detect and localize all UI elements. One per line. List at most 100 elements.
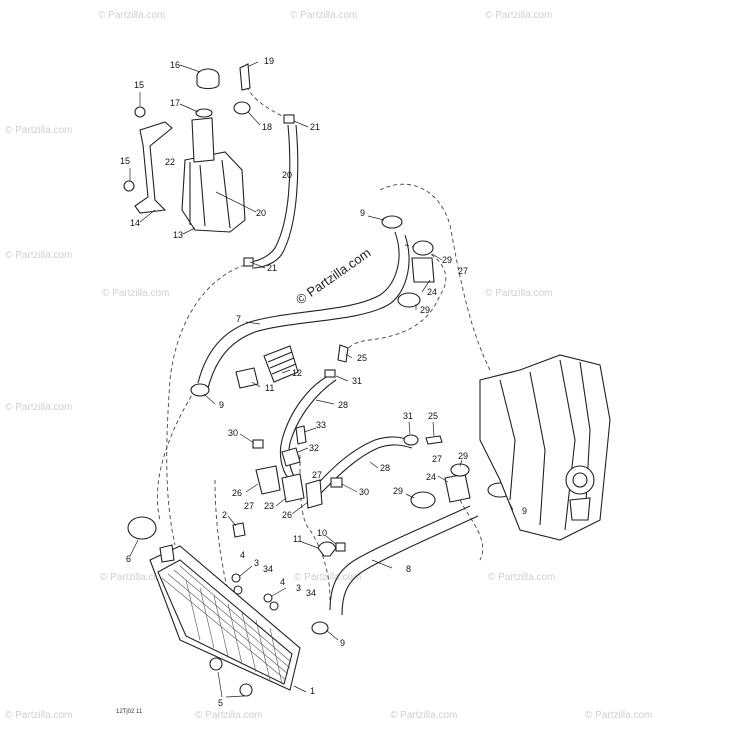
hose-clamp bbox=[397, 292, 421, 308]
callout-24: 24 bbox=[427, 287, 437, 297]
watermark-text: © Partzilla.com bbox=[485, 288, 552, 299]
hose-clamp bbox=[381, 215, 403, 229]
drain-plug bbox=[232, 522, 246, 538]
watermark-text: © Partzilla.com bbox=[5, 250, 72, 261]
callout-27: 27 bbox=[458, 266, 468, 276]
hose-clamp bbox=[311, 621, 329, 635]
callout-34: 34 bbox=[263, 564, 273, 574]
callout-31: 31 bbox=[403, 411, 413, 421]
watermark-text: © Partzilla.com bbox=[5, 125, 72, 136]
callout-33: 33 bbox=[316, 420, 326, 430]
callout-16: 16 bbox=[170, 60, 180, 70]
vent-fitting bbox=[239, 63, 251, 91]
callout-13: 13 bbox=[173, 230, 183, 240]
upper-hose bbox=[197, 231, 400, 384]
callout-labels: 16 19 15 17 18 21 15 22 20 20 14 13 21 9… bbox=[120, 56, 527, 708]
overflow-hose bbox=[247, 124, 291, 263]
callout-34: 34 bbox=[306, 588, 316, 598]
hose-clamp bbox=[324, 369, 336, 378]
callout-8: 8 bbox=[406, 564, 411, 574]
callout-26: 26 bbox=[282, 510, 292, 520]
leader-lines bbox=[129, 61, 514, 698]
callout-12: 12 bbox=[292, 368, 302, 378]
callout-15: 15 bbox=[120, 156, 130, 166]
washer bbox=[231, 573, 241, 583]
drawing-code: 12Tj02 11 bbox=[116, 709, 143, 715]
callout-24: 24 bbox=[426, 472, 436, 482]
watermark-text: © Partzilla.com bbox=[98, 10, 165, 21]
mounting-bracket bbox=[134, 121, 173, 214]
hose-clamp bbox=[190, 383, 210, 397]
washer bbox=[263, 593, 273, 603]
callout-26: 26 bbox=[232, 488, 242, 498]
callout-11: 11 bbox=[265, 383, 274, 393]
watermark-text: © Partzilla.com bbox=[390, 710, 457, 721]
thermostat-fitting bbox=[411, 257, 435, 283]
hose-clamp bbox=[450, 463, 470, 477]
callout-29: 29 bbox=[458, 451, 468, 461]
callout-30: 30 bbox=[359, 487, 369, 497]
callout-29: 29 bbox=[442, 255, 452, 265]
expansion-tank bbox=[181, 151, 246, 233]
radiator-clamp bbox=[317, 541, 337, 557]
callout-27: 27 bbox=[432, 454, 442, 464]
radiator bbox=[127, 516, 301, 697]
callout-27: 27 bbox=[312, 470, 322, 480]
grommet bbox=[239, 683, 253, 697]
expansion-tank-assembly bbox=[123, 63, 299, 269]
fitting-32 bbox=[281, 447, 301, 467]
upper-hose-assembly bbox=[190, 215, 435, 397]
callout-9: 9 bbox=[360, 208, 365, 218]
callout-7: 7 bbox=[236, 314, 241, 324]
callout-27: 27 bbox=[244, 501, 254, 511]
hose-clamp bbox=[412, 240, 434, 256]
tank-neck bbox=[191, 117, 215, 163]
watermark-text: © Partzilla.com bbox=[100, 572, 167, 583]
watermark-center-text: © Partzilla.com bbox=[293, 245, 373, 308]
callout-2: 2 bbox=[222, 510, 227, 520]
sensor bbox=[337, 344, 349, 363]
callout-9: 9 bbox=[219, 400, 224, 410]
watermark-text: © Partzilla.com bbox=[585, 710, 652, 721]
callout-21: 21 bbox=[267, 263, 277, 273]
engine-block bbox=[479, 354, 611, 541]
callout-14: 14 bbox=[130, 218, 140, 228]
callout-25: 25 bbox=[357, 353, 367, 363]
watermark-text: © Partzilla.com bbox=[485, 10, 552, 21]
grommet bbox=[233, 101, 251, 115]
hose-clamp bbox=[403, 434, 419, 446]
callout-18: 18 bbox=[262, 122, 272, 132]
elbow-26 bbox=[305, 479, 323, 509]
plug bbox=[330, 477, 343, 488]
callout-22: 22 bbox=[165, 157, 175, 167]
callout-30: 30 bbox=[228, 428, 238, 438]
watermark-text: © Partzilla.com bbox=[290, 10, 357, 21]
callout-21: 21 bbox=[310, 122, 320, 132]
callout-15: 15 bbox=[134, 80, 144, 90]
watermark-text: © Partzilla.com bbox=[195, 710, 262, 721]
callout-3: 3 bbox=[254, 558, 259, 568]
watermark-text: © Partzilla.com bbox=[102, 288, 169, 299]
hose-28 bbox=[311, 436, 411, 491]
hose-clamp bbox=[283, 114, 295, 124]
callout-4: 4 bbox=[280, 577, 285, 587]
callout-23: 23 bbox=[264, 501, 274, 511]
callout-29: 29 bbox=[420, 305, 430, 315]
hose-clamp bbox=[410, 491, 436, 509]
cover-plate bbox=[235, 367, 259, 389]
bleeder-screw bbox=[295, 425, 307, 445]
sensor bbox=[425, 435, 443, 445]
bypass-hose bbox=[279, 374, 331, 479]
watermark-text: © Partzilla.com bbox=[5, 402, 72, 413]
callout-3: 3 bbox=[296, 583, 301, 593]
cap-gasket bbox=[195, 108, 213, 118]
watermark-text: © Partzilla.com bbox=[5, 710, 72, 721]
callout-28: 28 bbox=[338, 400, 348, 410]
callout-11: 11 bbox=[293, 534, 302, 544]
grommet bbox=[209, 657, 223, 671]
filler-neck bbox=[159, 544, 175, 563]
callout-28: 28 bbox=[380, 463, 390, 473]
callout-17: 17 bbox=[170, 98, 180, 108]
callout-32: 32 bbox=[309, 443, 319, 453]
thermostat-housing bbox=[444, 473, 471, 503]
